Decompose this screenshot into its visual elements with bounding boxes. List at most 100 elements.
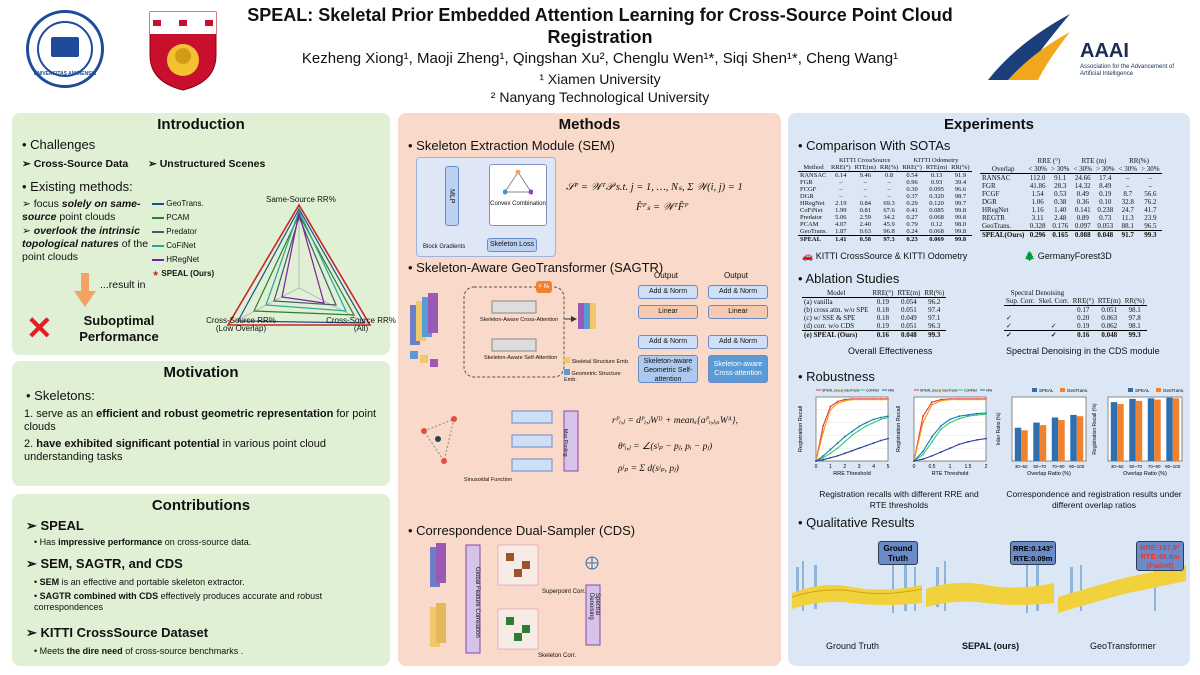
data-point <box>865 444 868 447</box>
tbl2-group-2: RTE (m) <box>1081 157 1107 165</box>
contribution-heading-1: ➢ SPEAL <box>26 518 84 533</box>
x-tick-label: 50~70 <box>1129 464 1142 469</box>
tbl2-group-1: RRE (°) <box>1037 157 1061 165</box>
x-tick-label: 90~100 <box>1165 464 1181 469</box>
table-cell: 96.3 <box>928 322 941 330</box>
data-point <box>958 398 960 401</box>
affiliation-2: ² Nanyang Technological University <box>490 89 710 105</box>
table-cell: 1.54 <box>1031 190 1044 198</box>
data-point <box>843 399 846 402</box>
table-cell: HRegNet <box>800 200 825 207</box>
table-cell: 8.7 <box>1123 190 1133 198</box>
table-cell: 97.3 <box>877 235 901 243</box>
tbl1-group-1: KITTI CrossSource <box>838 157 891 164</box>
table-cell: 39.4 <box>954 179 967 186</box>
table-cell: 91.1 <box>1054 174 1067 182</box>
stack1-output: Output <box>654 271 679 280</box>
contribution-bullet-2: • SEM is an effective and portable skele… <box>34 577 245 587</box>
tbl2-group-3: RR(%) <box>1129 157 1149 165</box>
qual-caption-3: GeoTransformer <box>1090 641 1156 651</box>
table-header-cell: RR(%) <box>922 289 947 298</box>
table-header-cell: < 30% <box>1116 165 1140 174</box>
data-point <box>865 421 868 424</box>
stack2-cross-attention: Skeleton-aware Cross-attention <box>708 355 768 383</box>
data-point <box>958 417 960 420</box>
sota-heading: • Comparison With SOTAs <box>798 138 951 153</box>
data-point <box>922 421 924 424</box>
table-cell: 2.48 <box>1054 214 1067 222</box>
contributions-title: Contributions <box>151 497 251 514</box>
table-cell: 6.14 <box>835 172 847 179</box>
data-point <box>976 414 978 416</box>
data-point <box>829 408 832 411</box>
qualitative-heading: • Qualitative Results <box>798 515 915 530</box>
data-point <box>879 416 882 419</box>
data-point <box>976 398 978 401</box>
table-cell: 0.13 <box>930 172 943 179</box>
legend-label: GeoTrans <box>844 389 860 393</box>
experiments-title: Experiments <box>943 116 1035 133</box>
legend-label: SPEAL (ours) <box>920 389 941 393</box>
table-cell: 1.87 <box>835 228 847 235</box>
table-cell: 0.81 <box>859 207 871 214</box>
table-header-cell: Model <box>802 289 871 298</box>
data-point <box>829 456 832 459</box>
poster-title: SPEAL: Skeletal Prior Embedded Attention… <box>247 5 953 47</box>
table-cell: 112.0 <box>1029 174 1046 182</box>
stack1-addnorm-2: Add & Norm <box>638 335 698 349</box>
table-header-cell: RRE(°) <box>870 289 896 298</box>
forest-comparison-table: RRE (°)RTE (m)RR(%) Overlap< 30%> 30%< 3… <box>980 157 1162 239</box>
data-point <box>829 452 832 455</box>
table-cell: 5.06 <box>835 214 847 221</box>
data-point <box>858 429 861 432</box>
xmu-logo: UNIVERSITAS AMOIENSIS <box>26 10 104 88</box>
table-cell: – <box>1126 182 1130 190</box>
table-cell: (e) SPEAL (Ours) <box>802 330 871 339</box>
table-cell: 0.37 <box>906 193 918 200</box>
table-cell: 0.053 <box>1097 222 1114 230</box>
nx-badge: × Nₜ <box>536 281 552 293</box>
table-header-cell: Sup. Corr. <box>1004 297 1037 306</box>
bar <box>1117 404 1124 461</box>
data-point <box>949 418 951 421</box>
skeleton-embedding-diagram: Max Pooling Sinusoidal Function <box>404 401 604 491</box>
data-point <box>922 450 924 453</box>
legend-label: CoFiNet <box>964 389 977 393</box>
x-tick-label: 5 <box>887 464 890 470</box>
legend-label: HRegNet <box>986 389 992 393</box>
data-point <box>967 415 969 418</box>
table-cell: DGR <box>982 198 997 206</box>
table-cell: – <box>863 193 867 200</box>
bar <box>1147 398 1155 461</box>
table-cell: 97.1 <box>928 314 941 322</box>
table-cell: 3.11 <box>1031 214 1044 222</box>
data-point <box>976 438 978 441</box>
data-point <box>967 398 969 401</box>
table-cell: 0.062 <box>1101 322 1118 330</box>
table-cell: 1.16 <box>1031 206 1044 214</box>
skel-emb-legend: Skeletal Structure Emb. <box>564 357 629 365</box>
table-cell: 0.49 <box>1076 190 1089 198</box>
table-cell: 96.2 <box>928 298 941 306</box>
challenge-2: ➢ Unstructured Scenes <box>148 158 266 170</box>
sagtr-heading: • Skeleton-Aware GeoTransformer (SAGTR) <box>408 260 664 275</box>
table-cell: 0.141 <box>1074 206 1091 214</box>
table-cell: 56.6 <box>1144 190 1157 198</box>
bar <box>1021 430 1028 461</box>
sinusoidal-label: Sinusoidal Function <box>464 477 513 483</box>
table-cell: 0.24 <box>906 228 918 235</box>
kitti-caption: 🚗 KITTI CrossSource & KITTI Odometry <box>802 251 968 261</box>
table-cell: 99.3 <box>922 330 947 339</box>
x-tick-label: 1 <box>949 464 952 470</box>
data-point <box>822 456 825 459</box>
sem-equation-1: 𝒮ᴾ = 𝒲ᵀ𝒫 s.t. j = 1, …, Nₛ, Σ 𝒲(i, j) = … <box>566 182 743 193</box>
data-point <box>865 424 868 427</box>
